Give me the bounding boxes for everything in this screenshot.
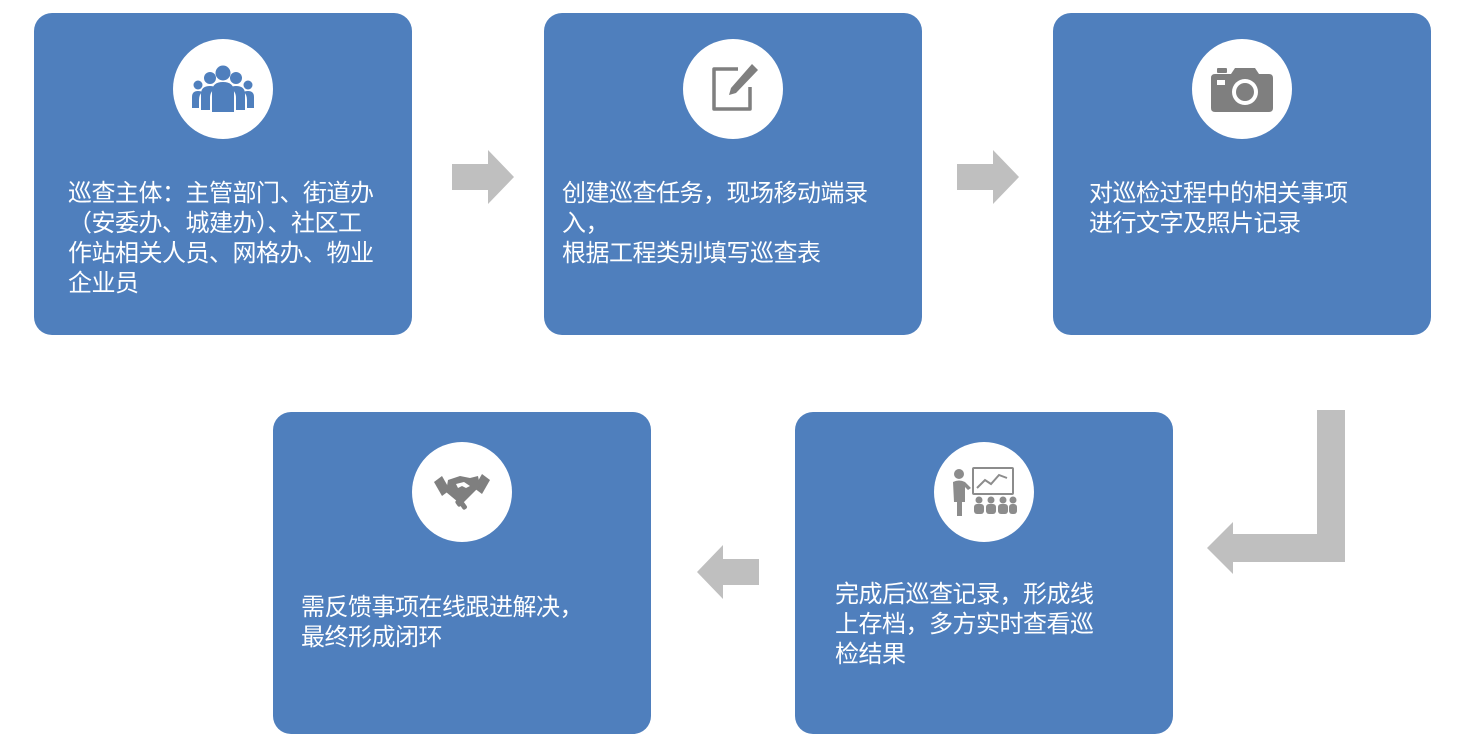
arrow-left-icon [697,545,759,599]
icon-circle [934,442,1034,542]
arrow-right-icon [452,150,514,204]
step-box-3: 对巡检过程中的相关事项 进行文字及照片记录 [1053,13,1431,335]
icon-circle [683,39,783,139]
icon-circle [412,442,512,542]
step-text-1: 巡查主体：主管部门、街道办 （安委办、城建办）、社区工 作站相关人员、网格办、物… [68,179,374,297]
step-box-5: 需反馈事项在线跟进解决， 最终形成闭环 [273,412,651,734]
step-text-5: 需反馈事项在线跟进解决， 最终形成闭环 [301,593,584,651]
step-box-1: 巡查主体：主管部门、街道办 （安委办、城建办）、社区工 作站相关人员、网格办、物… [34,13,412,335]
step-text-4: 完成后巡查记录，形成线 上存档，多方实时查看巡 检结果 [835,580,1094,668]
arrow-elbow-icon [1207,410,1345,574]
icon-circle [1192,39,1292,139]
camera-icon [1211,68,1273,112]
edit-icon [712,64,758,111]
arrow-right-icon [957,150,1019,204]
handshake-icon [434,474,490,510]
step-text-3: 对巡检过程中的相关事项 进行文字及照片记录 [1089,179,1348,237]
icon-circle [173,39,273,139]
step-box-4: 完成后巡查记录，形成线 上存档，多方实时查看巡 检结果 [795,412,1173,734]
step-box-2: 创建巡查任务，现场移动端录 入， 根据工程类别填写巡查表 [544,13,922,335]
team-icon [192,65,254,112]
presentation-icon [953,467,1017,516]
step-text-2: 创建巡查任务，现场移动端录 入， 根据工程类别填写巡查表 [562,179,868,267]
